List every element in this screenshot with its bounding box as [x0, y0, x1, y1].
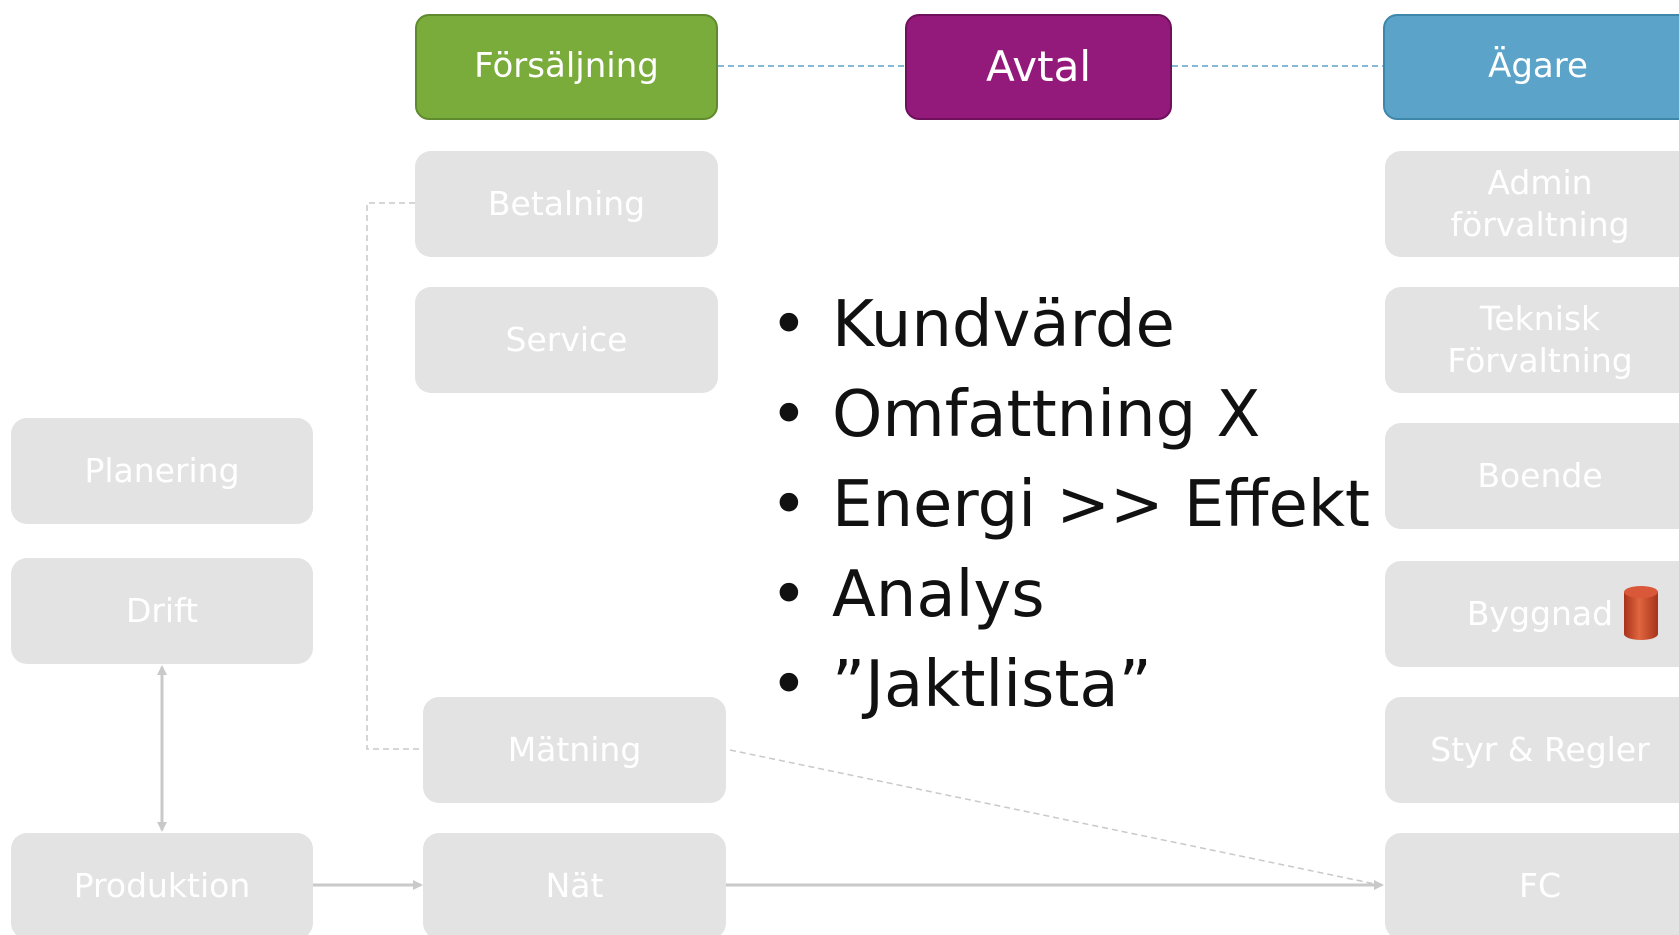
- metering-fc-dashed-arrow: [729, 749, 1381, 886]
- controls-box[interactable]: Styr & Regler: [1385, 697, 1679, 803]
- network-box[interactable]: Nät: [423, 833, 726, 935]
- bullet-hunt-list: ”Jaktlista”: [770, 640, 1370, 730]
- database-cylinder-icon: [1624, 586, 1658, 640]
- technical-management-box[interactable]: Teknisk Förvaltning: [1385, 287, 1679, 393]
- key-points-list: Kundvärde Omfattning X Energi >> Effekt …: [770, 280, 1370, 730]
- controls-label: Styr & Regler: [1430, 730, 1650, 770]
- bullet-energy-effect: Energi >> Effekt: [770, 460, 1370, 550]
- planning-box[interactable]: Planering: [11, 418, 313, 524]
- payment-label: Betalning: [487, 184, 646, 224]
- contract-header-box[interactable]: Avtal: [905, 14, 1172, 120]
- payment-box[interactable]: Betalning: [415, 151, 718, 257]
- owner-header-box[interactable]: Ägare: [1383, 14, 1679, 120]
- fc-box[interactable]: FC: [1385, 833, 1679, 935]
- admin-management-label-line1: Admin: [1487, 163, 1593, 203]
- sales-header-label: Försäljning: [474, 46, 659, 87]
- sales-header-box[interactable]: Försäljning: [415, 14, 718, 120]
- building-label: Byggnad: [1466, 594, 1614, 634]
- fc-label: FC: [1518, 866, 1562, 906]
- building-box[interactable]: Byggnad: [1385, 561, 1679, 667]
- payment-metering-dashed-link: [366, 202, 423, 750]
- contract-header-label: Avtal: [986, 42, 1091, 92]
- owner-header-label: Ägare: [1488, 46, 1588, 87]
- admin-management-label-line2: förvaltning: [1450, 205, 1630, 244]
- bullet-analysis: Analys: [770, 550, 1370, 640]
- production-label: Produktion: [73, 866, 251, 906]
- living-label: Boende: [1477, 456, 1603, 496]
- bullet-customer-value: Kundvärde: [770, 280, 1370, 370]
- bullet-scope: Omfattning X: [770, 370, 1370, 460]
- planning-label: Planering: [84, 451, 240, 491]
- network-label: Nät: [545, 866, 604, 906]
- living-box[interactable]: Boende: [1385, 423, 1679, 529]
- production-box[interactable]: Produktion: [11, 833, 313, 935]
- metering-box[interactable]: Mätning: [423, 697, 726, 803]
- admin-management-box[interactable]: Admin förvaltning: [1385, 151, 1679, 257]
- operation-box[interactable]: Drift: [11, 558, 313, 664]
- technical-management-label-line2: Förvaltning: [1447, 341, 1633, 380]
- technical-management-label-line1: Teknisk: [1479, 299, 1601, 339]
- service-box[interactable]: Service: [415, 287, 718, 393]
- operation-label: Drift: [125, 591, 199, 631]
- metering-label: Mätning: [507, 730, 642, 770]
- service-label: Service: [505, 320, 628, 360]
